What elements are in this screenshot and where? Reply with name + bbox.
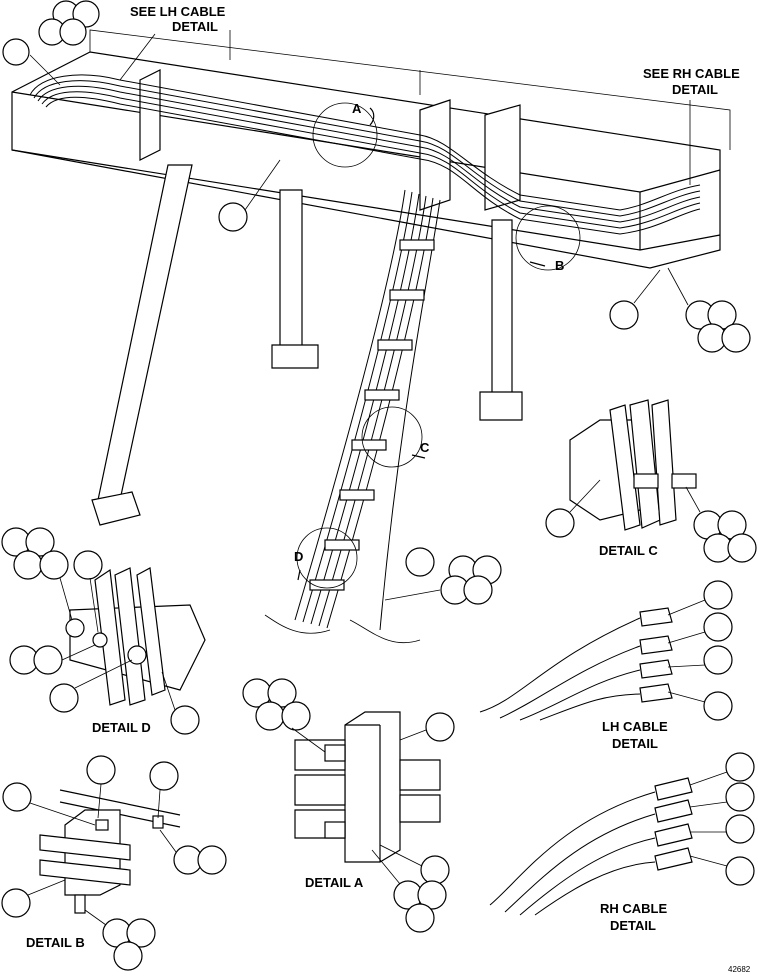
see-rh-label-line2: DETAIL [672, 82, 718, 97]
rh-cable-detail-drawing [489, 752, 755, 916]
main-frame [11, 29, 731, 269]
view-letter-a: A [352, 101, 362, 116]
detail-b-drawing [1, 755, 227, 971]
detail-a-label: DETAIL A [305, 875, 364, 890]
rh-detail-label-line2: DETAIL [610, 918, 656, 933]
detail-d-label: DETAIL D [92, 720, 151, 735]
support-legs [91, 164, 523, 526]
detail-a-drawing [242, 678, 455, 933]
detail-c-label: DETAIL C [599, 543, 658, 558]
figure-number: 42682 [728, 965, 751, 974]
view-indicator-c [361, 406, 426, 468]
beam-cable-harness [29, 74, 701, 235]
lh-detail-label-line1: LH CABLE [602, 719, 668, 734]
detail-d-drawing [1, 527, 206, 735]
view-indicator-b [515, 205, 581, 271]
main-callouts [2, 0, 751, 605]
view-indicator-d [296, 527, 358, 589]
detail-b-label: DETAIL B [26, 935, 85, 950]
see-lh-label-line1: SEE LH CABLE [130, 4, 226, 19]
view-letter-d: D [294, 549, 303, 564]
view-indicator-a [312, 102, 378, 168]
rh-detail-label-line1: RH CABLE [600, 901, 667, 916]
lh-cable-detail-drawing [479, 580, 733, 721]
descending-cable-run [264, 189, 441, 644]
view-letter-c: C [420, 440, 430, 455]
detail-c-drawing [545, 399, 757, 563]
view-letter-b: B [555, 258, 564, 273]
see-rh-label-line1: SEE RH CABLE [643, 66, 740, 81]
see-lh-label-line2: DETAIL [172, 19, 218, 34]
lh-detail-label-line2: DETAIL [612, 736, 658, 751]
